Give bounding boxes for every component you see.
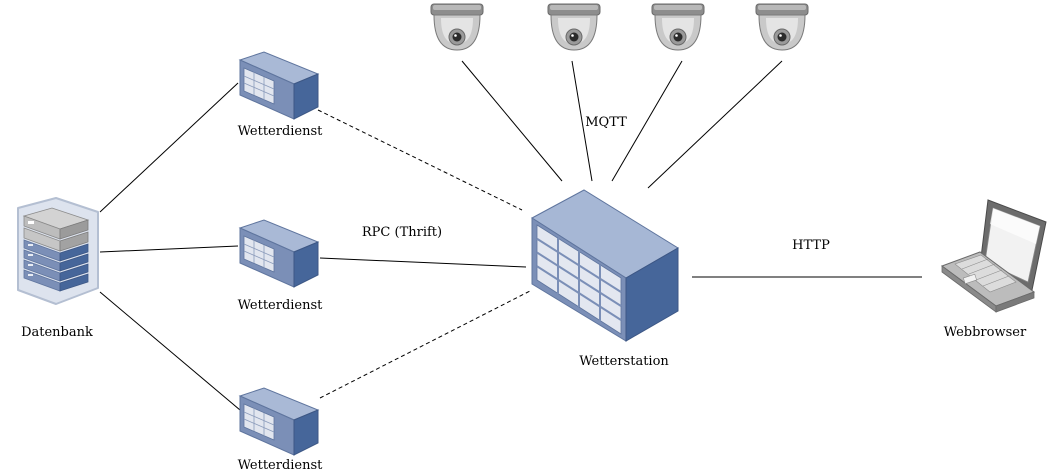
edge-camera-1-wetterstation [461, 60, 563, 182]
edge-datenbank-wetterdienst-top [99, 82, 239, 213]
connection-lines [99, 60, 922, 411]
http-label: HTTP [792, 238, 830, 253]
datenbank-label: Datenbank [21, 325, 93, 340]
dome-camera-icon[interactable] [755, 3, 809, 51]
wetterdienst-mid-label: Wetterdienst [238, 298, 324, 313]
webbrowser-label: Webbrowser [944, 325, 1027, 340]
server-box-icon[interactable] [239, 51, 319, 120]
server-box-icon[interactable] [239, 219, 319, 288]
dome-camera-icon[interactable] [430, 3, 484, 51]
edge-wetterdienst-bottom-wetterstation [319, 290, 531, 399]
edge-datenbank-wetterdienst-bottom [99, 291, 241, 411]
dome-camera-icon[interactable] [547, 3, 601, 51]
wetterdienst-top-label: Wetterdienst [238, 124, 324, 139]
wetterdienst-bottom-label: Wetterdienst [238, 458, 324, 473]
server-rack-icon[interactable] [531, 189, 679, 342]
edge-camera-2-wetterstation [571, 60, 593, 182]
edge-wetterdienst-mid-wetterstation [319, 257, 527, 268]
edge-camera-3-wetterstation [611, 60, 683, 182]
server-box-icon[interactable] [239, 387, 319, 456]
mqtt-label: MQTT [585, 115, 627, 130]
dome-camera-icon[interactable] [651, 3, 705, 51]
rpc-label: RPC (Thrift) [362, 225, 442, 240]
wetterstation-label: Wetterstation [579, 354, 669, 369]
edge-datenbank-wetterdienst-mid [99, 245, 239, 253]
edge-wetterdienst-top-wetterstation [317, 109, 523, 211]
edge-camera-4-wetterstation [647, 60, 783, 189]
laptop-icon[interactable] [940, 199, 1047, 313]
database-server-icon[interactable] [17, 197, 99, 305]
